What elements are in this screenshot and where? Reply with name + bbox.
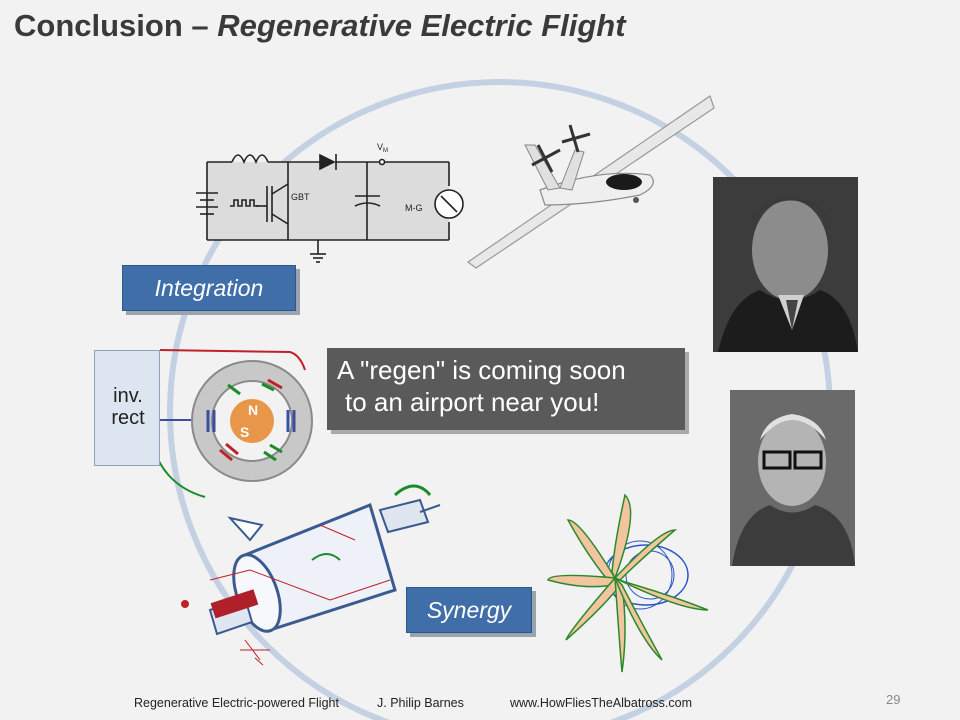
callout-line-1: A "regen" is coming soon [337, 355, 626, 385]
svg-text:S: S [240, 424, 249, 440]
slide-title: Conclusion – Regenerative Electric Fligh… [14, 8, 626, 44]
propeller-wake-illustration [547, 493, 709, 673]
electric-aircraft-illustration [466, 95, 715, 269]
mg-label: M-G [405, 203, 423, 213]
regen-callout: A "regen" is coming soon to an airport n… [327, 348, 685, 430]
svg-text:N: N [248, 402, 258, 418]
title-main: Conclusion – [14, 8, 218, 43]
footer-author: J. Philip Barnes [377, 696, 464, 710]
motor-generator-circuit: VM GBT M-G [196, 142, 464, 263]
callout-line-2: to an airport near you! [345, 387, 600, 417]
page-number: 29 [886, 692, 901, 707]
integration-label: Integration [122, 265, 296, 311]
inverter-label-line-1: inv. [113, 385, 143, 407]
synergy-label: Synergy [406, 587, 532, 633]
footer-title: Regenerative Electric-powered Flight [134, 696, 339, 710]
inverter-label: inv. rect [95, 385, 161, 429]
inverter-label-line-2: rect [111, 407, 145, 429]
footer-url[interactable]: www.HowFliesTheAlbatross.com [510, 696, 692, 710]
title-italic: Regenerative Electric Flight [217, 8, 626, 43]
portrait-photo-2 [730, 390, 855, 566]
gbt-label: GBT [291, 192, 310, 202]
vm-label: VM [377, 142, 388, 154]
portrait-photo-1 [713, 177, 858, 352]
inverter-rectifier-box: inv. rect [94, 350, 160, 466]
motor-cross-section: N S [149, 349, 313, 498]
generator-shaft-drawing [181, 484, 441, 666]
